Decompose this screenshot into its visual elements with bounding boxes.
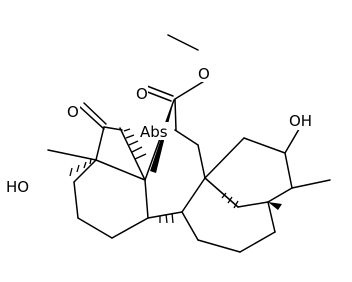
ester-ether-oxygen-label: O [198,65,210,83]
ring-skeleton [47,99,331,253]
methyl-ester-group [144,34,207,131]
left-hydroxyl-label: HO [6,178,29,196]
ester-carbonyl-oxygen-label: O [136,85,148,103]
lactone-group [79,102,123,161]
lactone-carbonyl-oxygen-label: O [67,103,79,121]
atom-labels: O O O Abs HO OH [6,64,315,196]
right-hydroxyl-label: OH [289,112,312,130]
abs-stereo-marker: Abs [140,123,168,141]
